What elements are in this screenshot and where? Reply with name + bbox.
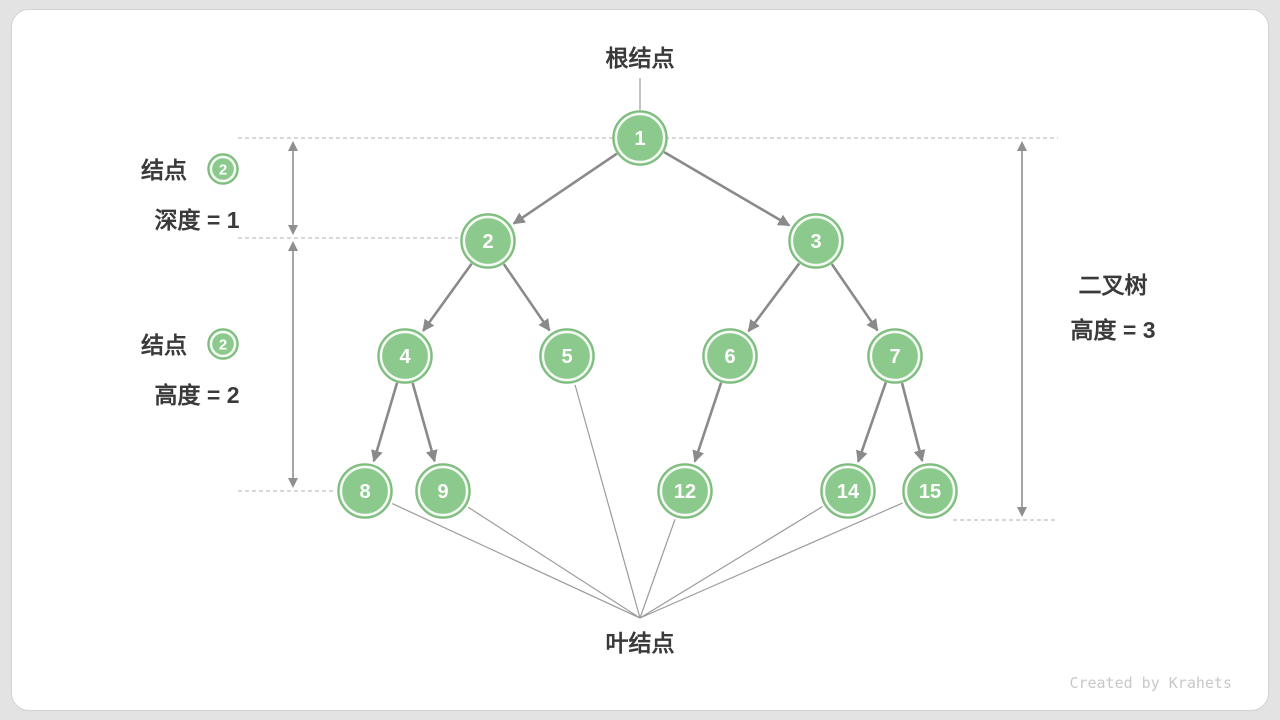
tree-edge-2-4 — [422, 262, 473, 332]
leaf-fan-line-8 — [391, 503, 641, 619]
leaf-fan-line-12 — [639, 519, 676, 619]
guide-lines-layer — [238, 137, 1058, 521]
tree-node-3: 3 — [788, 213, 844, 269]
tree-node-value: 12 — [674, 481, 696, 503]
tree-node-value: 1 — [634, 128, 645, 150]
tree-edge-7-14 — [856, 382, 888, 463]
tree-node-value: 15 — [919, 481, 941, 503]
tree-node-14: 14 — [820, 463, 876, 519]
tree-height-annotation: 二叉树 高度 = 3 — [1070, 272, 1155, 343]
tree-node-value: 4 — [399, 346, 411, 368]
leaf-fan-line-9 — [467, 506, 641, 619]
root-node-label: 根结点 — [606, 45, 675, 71]
watermark-text: Created by Krahets — [1069, 674, 1232, 692]
node-depth-prefix: 结点 — [141, 157, 187, 183]
tree-node-value: 3 — [810, 231, 821, 253]
leaf-node-label: 叶结点 — [606, 630, 675, 656]
tree-edge-7-15 — [900, 382, 926, 463]
node-depth-badge-value: 2 — [219, 162, 227, 179]
tree-edges-layer — [371, 78, 926, 463]
node-height-badge-circle — [207, 328, 239, 360]
node-depth-formula: 深度 = 1 — [154, 207, 239, 233]
tree-height-line1: 二叉树 — [1079, 272, 1148, 298]
tree-edge-4-8 — [371, 382, 399, 463]
node-height-badge-value: 2 — [219, 337, 227, 354]
tree-node-value: 8 — [359, 481, 370, 503]
tree-height-line2: 高度 = 3 — [1070, 317, 1155, 343]
node-height-prefix: 结点 — [141, 332, 187, 358]
leaf-fan-layer — [391, 384, 903, 619]
tree-node-value: 7 — [889, 346, 900, 368]
leaf-fan-line-14 — [639, 506, 823, 619]
tree-edge-1-2 — [512, 152, 618, 225]
leaf-fan-line-5 — [574, 384, 641, 619]
tree-edge-3-6 — [747, 262, 801, 333]
tree-edge-4-9 — [411, 382, 438, 463]
tree-node-value: 2 — [482, 231, 493, 253]
measure-arrow — [288, 241, 298, 488]
node-height-formula: 高度 = 2 — [154, 382, 239, 408]
node-depth-badge-circle — [207, 153, 239, 185]
tree-node-15: 15 — [902, 463, 958, 519]
tree-node-4: 4 — [377, 328, 433, 384]
node-depth-badge-ring — [209, 155, 237, 183]
tree-node-12: 12 — [657, 463, 713, 519]
tree-edge-2-5 — [502, 263, 551, 332]
tree-edge-3-7 — [830, 263, 879, 332]
tree-node-9: 9 — [415, 463, 471, 519]
leaf-fan-line-15 — [639, 502, 903, 619]
tree-node-value: 9 — [437, 481, 448, 503]
tree-node-8: 8 — [337, 463, 393, 519]
tree-node-1: 1 — [612, 110, 668, 166]
node-height-annotation: 结点 2 高度 = 2 — [141, 328, 240, 408]
tree-node-value: 6 — [724, 346, 735, 368]
node-depth-annotation: 结点 2 深度 = 1 — [141, 153, 240, 233]
tree-node-7: 7 — [867, 328, 923, 384]
node-height-badge-ring — [209, 330, 237, 358]
tree-node-value: 5 — [561, 346, 572, 368]
tree-node-2: 2 — [460, 213, 516, 269]
tree-node-5: 5 — [539, 328, 595, 384]
tree-node-value: 14 — [837, 481, 860, 503]
tree-node-6: 6 — [702, 328, 758, 384]
measure-arrow — [288, 141, 298, 235]
tree-edge-1-3 — [663, 151, 791, 227]
annotations-layer: 根结点 叶结点 结点 2 深度 = 1 结点 2 高度 = 2 二叉树 高度 =… — [141, 45, 1232, 692]
measure-arrow — [1017, 141, 1027, 517]
tree-edge-6-12 — [692, 382, 723, 463]
